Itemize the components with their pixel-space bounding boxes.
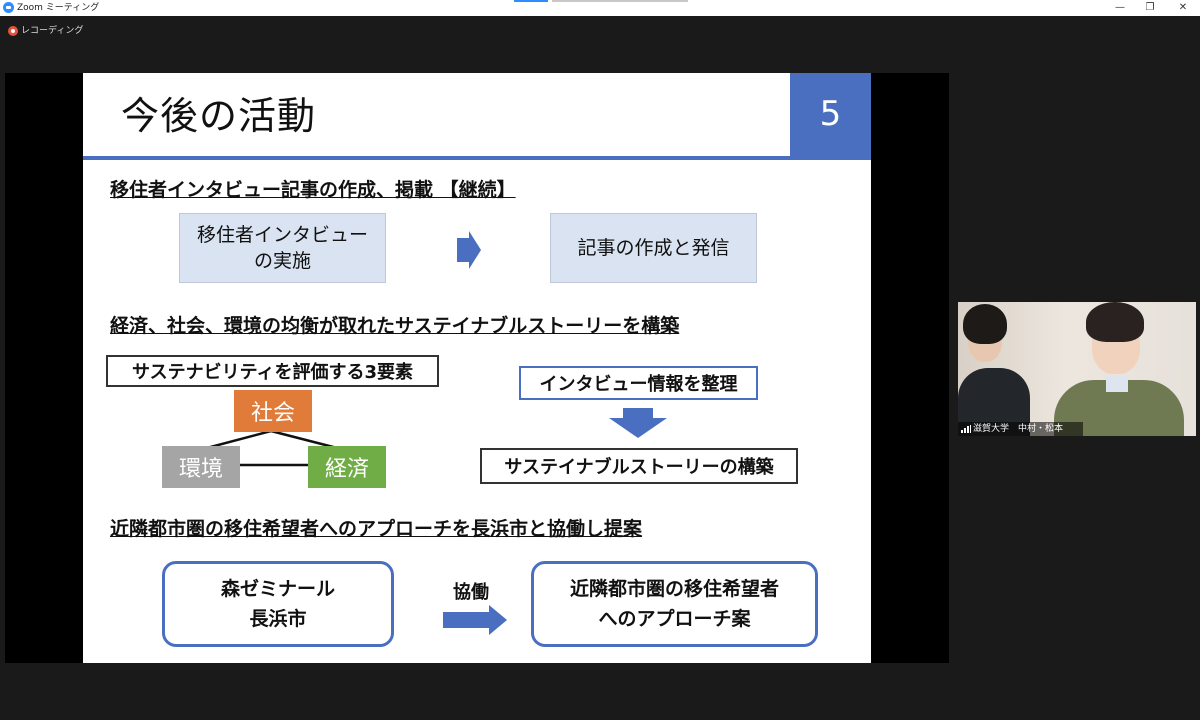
shared-screen: 今後の活動 5 移住者インタビュー記事の作成、掲載 【継続】 移住者インタビュー…	[5, 73, 949, 663]
partners-box: 森ゼミナール 長浜市	[162, 561, 394, 647]
tag-economy: 経済	[308, 446, 386, 488]
build-story-box: サステイナブルストーリーの構築	[480, 448, 798, 484]
tag-environment: 環境	[162, 446, 240, 488]
section2-heading: 経済、社会、環境の均衡が取れたサステイナブルストーリーを構築	[110, 315, 680, 337]
participant-collar	[1106, 376, 1128, 392]
participant-video[interactable]: 滋賀大学 中村・松本	[958, 302, 1196, 436]
approach-plan-box: 近隣都市圏の移住希望者 へのアプローチ案	[531, 561, 818, 647]
interview-box: 移住者インタビュー の実施	[179, 213, 386, 283]
sustainability-elements-label: サステナビリティを評価する3要素	[106, 355, 439, 387]
slide-number: 5	[790, 73, 871, 156]
slide-title: 今後の活動	[121, 94, 317, 138]
window-title: Zoom ミーティング	[17, 3, 100, 13]
section1-heading: 移住者インタビュー記事の作成、掲載 【継続】	[110, 179, 516, 201]
partners-box-line2: 長浜市	[249, 608, 307, 630]
arrow-right-icon	[443, 605, 507, 635]
article-box-text: 記事の作成と発信	[577, 237, 730, 259]
window-titlebar: Zoom ミーティング — ❐ ✕	[0, 0, 1200, 16]
participant-hair-left	[963, 304, 1007, 344]
partners-box-line1: 森ゼミナール	[220, 578, 335, 600]
interview-box-line1: 移住者インタビュー	[196, 224, 368, 246]
zoom-logo-icon	[3, 2, 14, 13]
participant-hair-right	[1086, 302, 1144, 342]
participant-name-bar: 滋賀大学 中村・松本	[958, 422, 1083, 436]
title-divider	[83, 156, 871, 160]
approach-plan-line2: へのアプローチ案	[598, 608, 751, 630]
participant-name: 滋賀大学 中村・松本	[973, 424, 1064, 434]
record-icon	[8, 26, 18, 36]
organize-interview-box: インタビュー情報を整理	[519, 366, 758, 400]
section3-heading: 近隣都市圏の移住希望者へのアプローチを長浜市と協働し提案	[110, 518, 643, 540]
view-indicator-bar[interactable]	[552, 0, 688, 2]
view-indicator-active[interactable]	[514, 0, 548, 2]
arrow-right-icon	[457, 231, 481, 269]
tag-social: 社会	[234, 390, 312, 432]
recording-label: レコーディング	[21, 26, 84, 36]
restore-button[interactable]: ❐	[1145, 2, 1155, 13]
approach-plan-line1: 近隣都市圏の移住希望者	[569, 578, 779, 600]
collaboration-label: 協働	[453, 582, 489, 603]
close-button[interactable]: ✕	[1178, 2, 1188, 13]
minimize-button[interactable]: —	[1115, 2, 1125, 13]
arrow-down-icon	[609, 408, 667, 438]
interview-box-line2: の実施	[253, 250, 311, 272]
signal-strength-icon	[961, 425, 971, 433]
presentation-slide: 今後の活動 5 移住者インタビュー記事の作成、掲載 【継続】 移住者インタビュー…	[83, 73, 871, 663]
article-box: 記事の作成と発信	[550, 213, 757, 283]
